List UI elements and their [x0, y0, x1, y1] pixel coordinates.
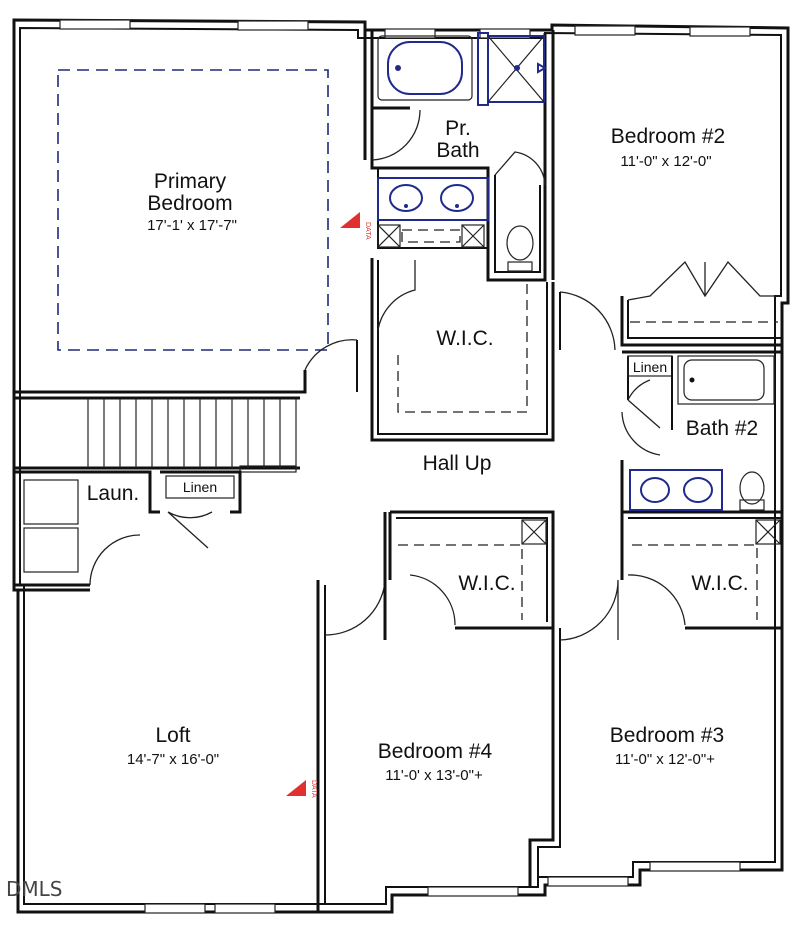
primary-bedroom-dims: 17'-1' x 17'-7": [147, 217, 237, 234]
primary-bedroom: Primary Bedroom 17'-1' x 17'-7": [14, 30, 374, 394]
hall-area: Hall Up: [423, 291, 616, 475]
loft-name: Loft: [155, 724, 190, 747]
bedroom-3-dims: 11'-0" x 12'-0"+: [615, 751, 715, 768]
bedroom-4-dims: 11'-0' x 13'-0"+: [385, 767, 483, 784]
bedroom-4: Bedroom #4 11'-0' x 13'-0"+: [378, 740, 493, 784]
hall-label: Hall Up: [423, 452, 492, 475]
primary-wic-name: W.I.C.: [436, 327, 493, 350]
wic-bed3: W.I.C.: [620, 512, 781, 630]
bedroom-walls-lower: [316, 512, 619, 912]
primary-bath-name-2: Bath: [436, 139, 479, 162]
wic-bed3-name: W.I.C.: [691, 572, 748, 595]
bath-2: Linen Bath #2: [620, 350, 781, 514]
wic-bed4-name: W.I.C.: [458, 572, 515, 595]
primary-bedroom-name-1: Primary: [154, 170, 227, 193]
watermark: DMLS: [6, 877, 63, 901]
wic-bed4: W.I.C.: [388, 510, 555, 630]
primary-wic: W.I.C.: [370, 258, 555, 442]
bedroom-2: Bedroom #2 11'-0" x 12'-0": [551, 30, 781, 347]
primary-bath-name-1: Pr.: [445, 117, 471, 140]
bedroom-3-name: Bedroom #3: [610, 724, 724, 747]
loft: Loft 14'-7" x 16'-0": [14, 588, 219, 768]
bedroom-3: Bedroom #3 11'-0" x 12'-0"+: [610, 724, 724, 768]
data-marker-label-1: DATA: [364, 222, 371, 240]
linen-laundry-label: Linen: [183, 479, 217, 495]
bedroom-2-name: Bedroom #2: [611, 125, 725, 148]
loft-dims: 14'-7" x 16'-0": [127, 751, 219, 768]
laundry-name: Laun.: [87, 482, 140, 505]
bedroom-2-dims: 11'-0" x 12'-0": [620, 153, 711, 170]
windows: [59, 19, 751, 914]
data-marker-primary: DATA: [340, 212, 371, 240]
primary-bath: Pr. Bath: [370, 32, 548, 282]
bedroom-4-name: Bedroom #4: [378, 740, 493, 763]
linen-bath2-label: Linen: [633, 359, 667, 375]
data-marker-label-2: DATA: [310, 780, 317, 798]
primary-bedroom-name-2: Bedroom: [147, 192, 232, 215]
bath-2-name: Bath #2: [686, 417, 758, 440]
stairs: [14, 396, 300, 473]
laundry: Laun. Linen: [12, 470, 242, 587]
data-marker-loft: DATA: [286, 780, 317, 798]
